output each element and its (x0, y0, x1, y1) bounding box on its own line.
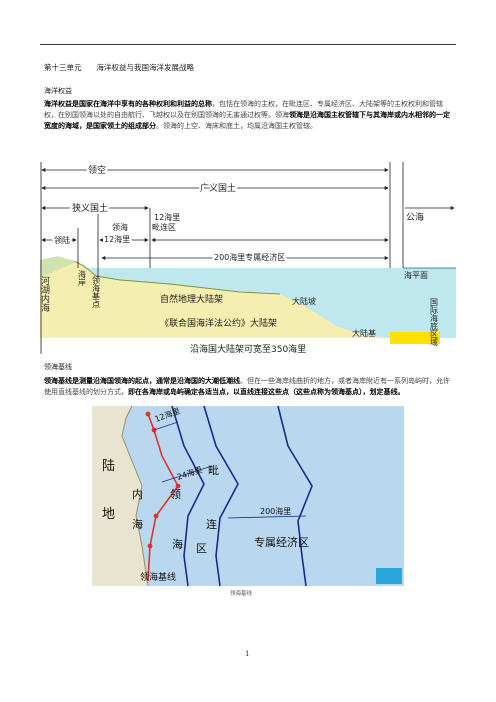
label-lian: 连 (206, 518, 217, 531)
label-nei: 内 (132, 487, 143, 501)
label-qu: 区 (196, 542, 207, 555)
territorial-sea-definition: 领海是沿海国主权管辖下与其海岸或内水相邻的一定宽度的海域，是国家领土的组成部分 (44, 111, 450, 130)
baseline-definition: 领海基线是测量沿海国领海的起点，通常是沿海国的大潮低潮线 (44, 377, 240, 385)
label-natural-shelf: 自然地理大陆架 (160, 293, 223, 305)
label-pi: 毗 (208, 464, 219, 477)
label-unclos-shelf: 《联合国海洋法公约》大陆架 (160, 317, 277, 329)
label-broad-territory: 广义国土 (200, 182, 236, 194)
label-12nm-b: 12海里 (154, 212, 180, 222)
maritime-zones-diagram: 领空 广义国土 狭义国土 公海 领陆 领海 12海里 12海里 毗连区 200海… (40, 158, 456, 354)
paragraph-rights: 海洋权益是国家在海洋中享有的各种权利和利益的总称，包括在领海的主权，在毗连区、专… (44, 99, 454, 132)
label-land: 领陆 (54, 235, 70, 245)
rights-text: ，包括在领海的主权，在毗连区、专属经济区、大陆架等的主权权利和管辖权，在别国领海… (44, 100, 443, 119)
label-sky: 领空 (88, 164, 106, 176)
baseline-map: 陆 地 内 海 领 海 毗 连 区 12海里 24海里 200海里 专属经济区 … (92, 406, 404, 586)
label-sea-level: 海平面 (404, 270, 428, 280)
figure-caption: 领海基线 (230, 591, 253, 597)
label-narrow-territory: 狭义国土 (72, 202, 108, 214)
paragraph-baseline: 领海基线是测量沿海国领海的起点，通常是沿海国的大潮低潮线。但在一些海岸线曲折的地… (44, 376, 454, 398)
label-river-lake: 河湖内海 (40, 275, 50, 313)
label-di: 地 (102, 507, 115, 522)
label-continental-rise: 大陆基 (352, 328, 376, 338)
label-contiguous-zone: 毗连区 (152, 222, 176, 232)
page-number: 1 (245, 650, 250, 658)
section-heading-rights: 海洋权益 (44, 87, 72, 95)
label-coast: 海岸 (78, 269, 87, 287)
label-continental-slope: 大陆坡 (292, 296, 316, 306)
label-territorial-sea: 领海 (112, 222, 128, 232)
rights-definition: 海洋权益是国家在海洋中享有的各种权利和利益的总称 (44, 100, 212, 108)
label-eez: 200海里专属经济区 (214, 252, 285, 262)
label-ling: 领 (170, 488, 181, 501)
territorial-sea-text: 。领海的上空、海床和底土，均属沿海国主权管辖。 (156, 122, 317, 130)
straight-baseline-rule: 即在各海岸或岛屿确定各适当点，以直线连接这些点（这些点称为领海基点），划定基线。 (128, 388, 405, 396)
label-200nm: 200海里 (260, 506, 291, 516)
label-hai-territorial: 海 (172, 537, 183, 551)
label-shelf-350: 沿海国大陆架可宽至350海里 (190, 343, 306, 354)
section-heading-baseline: 领海基线 (44, 363, 72, 371)
label-lu: 陆 (102, 458, 115, 474)
label-seabed-area: 国际海底区域 (430, 298, 439, 346)
label-baseline-point: 领海基点 (92, 275, 101, 309)
label-hai-inner: 海 (132, 517, 143, 531)
label-eez-map: 专属经济区 (254, 535, 309, 549)
baseline-text: 。但在一些海岸线曲折的地方，或者海岸附近有一系列岛屿时，允许使用直线基线的划分方… (44, 377, 450, 396)
page-title: 第十三单元 海洋权益与我国海洋发展战略 (44, 63, 194, 72)
label-12nm-a: 12海里 (104, 234, 130, 244)
header-rule (40, 44, 456, 45)
label-baseline: 领海基线 (140, 571, 176, 583)
label-high-sea: 公海 (406, 211, 424, 223)
